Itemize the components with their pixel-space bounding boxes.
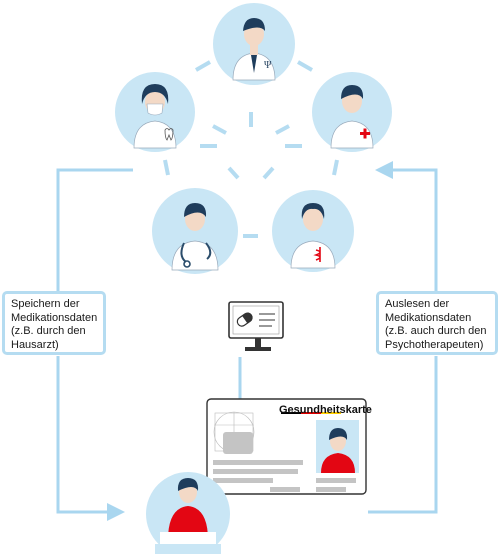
german-flag-stripe: [281, 412, 341, 414]
store-data-label: Speichern der Medikationsdaten (z.B. dur…: [2, 291, 106, 355]
svg-text:Ψ: Ψ: [264, 60, 272, 71]
store-label-line: Medikationsdaten: [11, 311, 98, 324]
read-label-line: Auslesen der: [385, 298, 450, 310]
card-photo: [316, 420, 359, 473]
health-insurance-card: [206, 398, 367, 495]
card-terminal-icon: [228, 301, 284, 351]
node-pharmacist: [272, 190, 354, 272]
psychotherapist-icon: Ψ: [232, 18, 276, 81]
node-dentist: [115, 72, 195, 152]
read-data-label: Auslesen der Medikationsdaten (z.B. auch…: [376, 291, 498, 355]
read-label-line: Medikationsdaten: [385, 311, 472, 324]
store-label-line: (z.B. durch den: [11, 325, 86, 337]
network-connectors: [163, 60, 339, 238]
node-physician: [152, 188, 238, 274]
pharmacist-icon: [290, 203, 336, 269]
card-title: Gesundheitskarte: [279, 404, 372, 416]
node-psychotherapist: Ψ: [213, 3, 295, 85]
hospital-doctor-icon: [330, 85, 374, 149]
node-patient: [146, 472, 230, 554]
read-flow-arrow: [368, 161, 438, 514]
store-label-line: Speichern der: [11, 298, 80, 310]
card-data-lines: [213, 460, 356, 492]
node-hospital-doctor: [312, 72, 392, 152]
read-label-line: Psychotherapeuten): [385, 338, 484, 351]
read-label-line: (z.B. auch durch den: [385, 325, 487, 337]
dentist-icon: [133, 84, 177, 149]
physician-stethoscope-icon: [171, 203, 219, 271]
patient-icon: [155, 478, 221, 554]
card-chip: [223, 432, 253, 454]
store-flow-arrow: [56, 168, 133, 521]
store-label-line: Hausarzt): [11, 338, 59, 351]
